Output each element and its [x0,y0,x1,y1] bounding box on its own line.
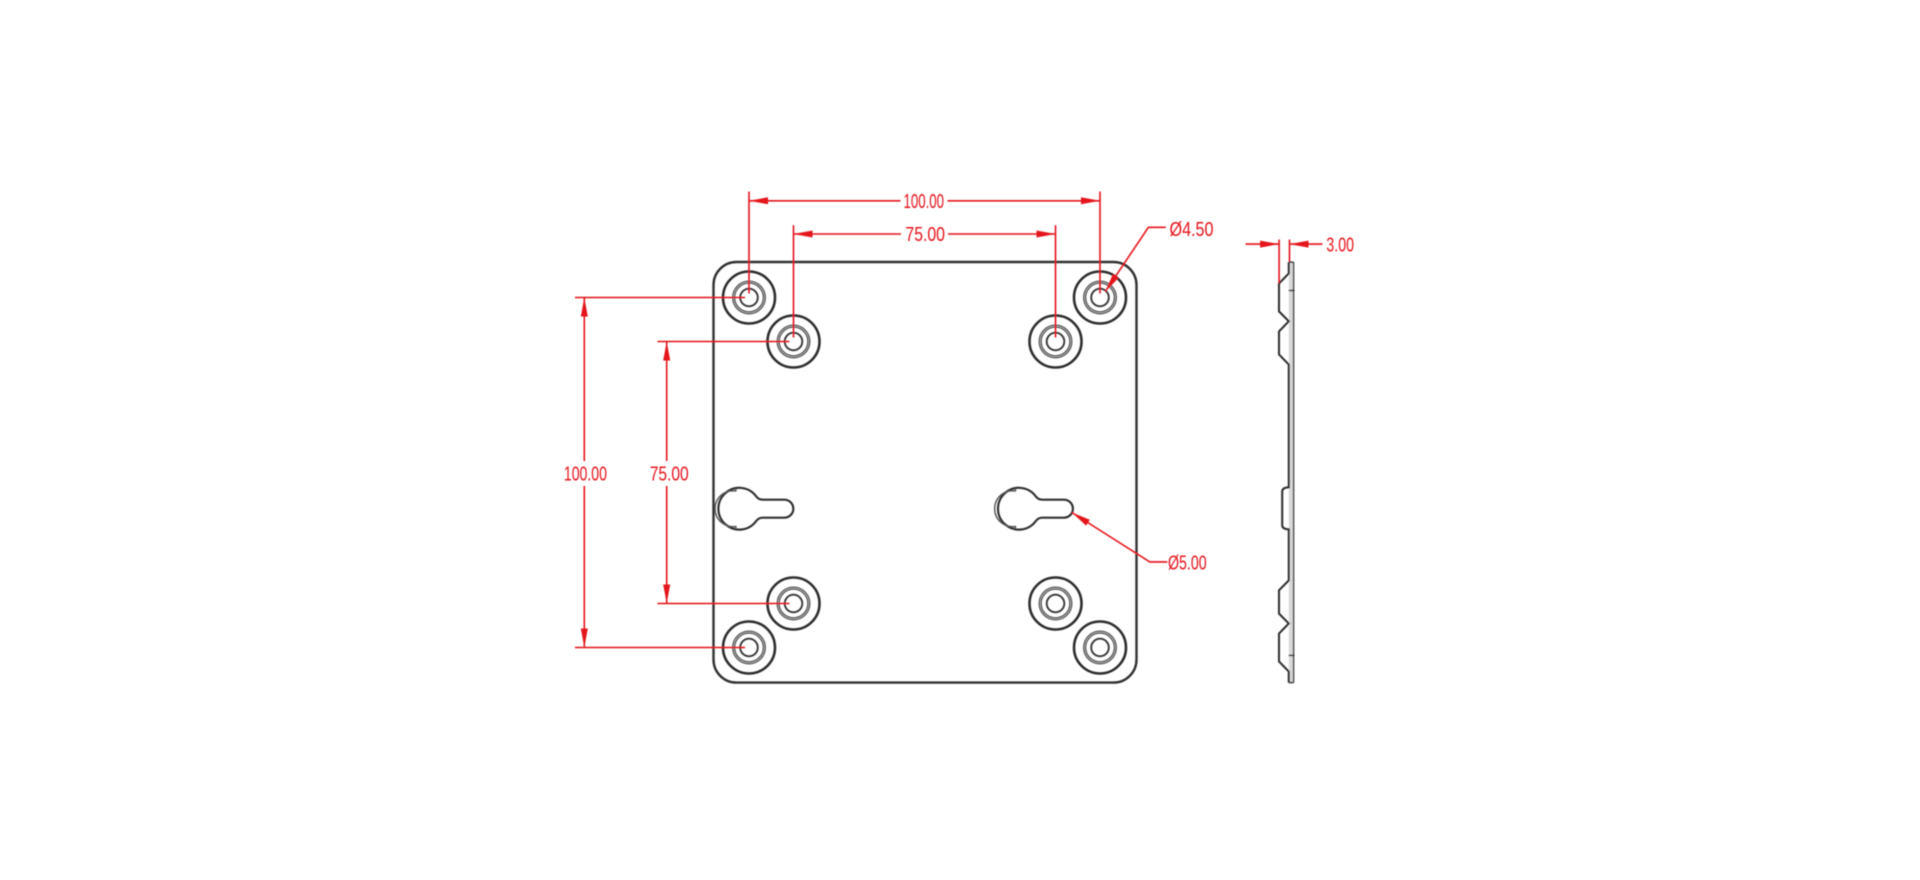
svg-text:Ø4.50: Ø4.50 [1170,219,1214,241]
svg-text:3.00: 3.00 [1326,235,1354,257]
svg-text:100.00: 100.00 [904,191,945,213]
svg-text:100.00: 100.00 [564,464,607,486]
svg-text:Ø5.00: Ø5.00 [1168,553,1207,575]
svg-text:75.00: 75.00 [905,224,945,246]
svg-text:75.00: 75.00 [650,464,689,486]
